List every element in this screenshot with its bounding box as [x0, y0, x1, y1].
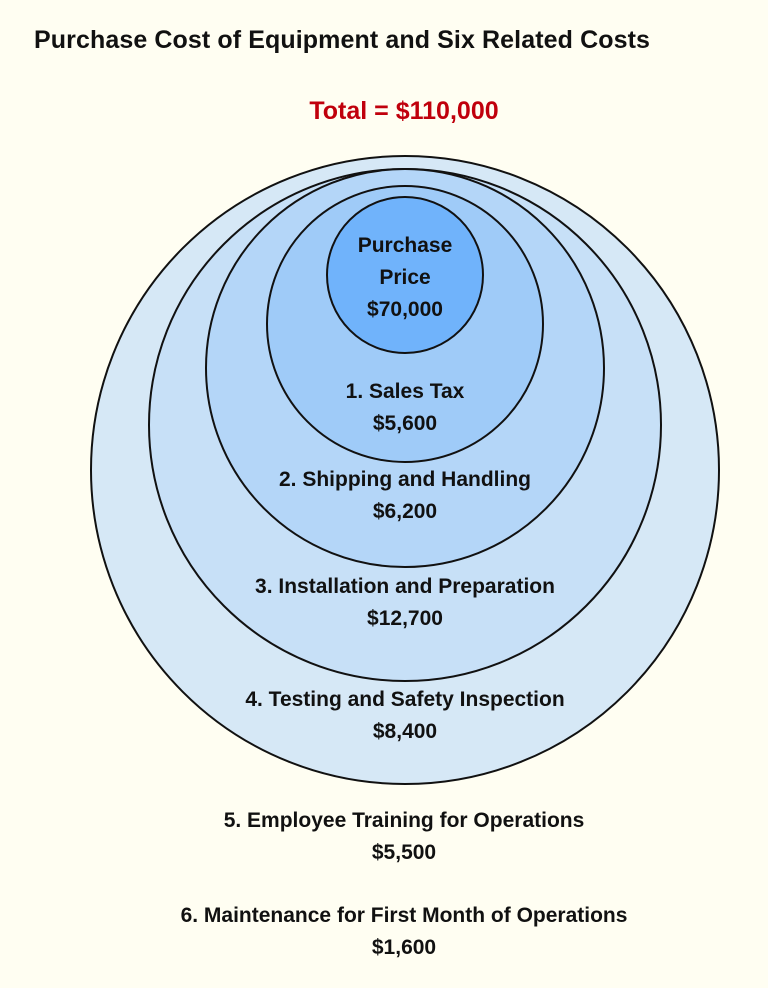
shipping-label: 2. Shipping and Handling $6,200 — [279, 468, 531, 523]
total-cost: Total = $110,000 — [309, 97, 499, 125]
shipping-amount: $6,200 — [373, 500, 437, 523]
testing-label: 4. Testing and Safety Inspection $8,400 — [245, 688, 564, 743]
diagram-title: Purchase Cost of Equipment and Six Relat… — [34, 26, 651, 54]
employee-training-name: 5. Employee Training for Operations — [223, 809, 585, 832]
maintenance-name: 6. Maintenance for First Month of Operat… — [180, 904, 628, 927]
circle-group — [90, 155, 720, 785]
testing-amount: $8,400 — [373, 720, 437, 743]
purchase-price-line-1: Purchase — [358, 234, 453, 257]
maintenance-amount: $1,600 — [371, 936, 437, 959]
installation-amount: $12,700 — [367, 607, 443, 630]
installation-label: 3. Installation and Preparation $12,700 — [255, 575, 555, 630]
sales-tax-amount: $5,600 — [373, 412, 437, 435]
maintenance-cost: 6. Maintenance for First Month of Operat… — [0, 900, 768, 964]
employee-training-cost: 5. Employee Training for Operations $5,5… — [0, 805, 768, 869]
circle-purchase-price — [326, 196, 484, 354]
purchase-price-line-2: Price — [379, 266, 430, 289]
employee-training-amount: $5,500 — [371, 841, 437, 864]
installation-name: 3. Installation and Preparation — [255, 575, 555, 598]
sales-tax-name: 1. Sales Tax — [346, 380, 465, 403]
testing-name: 4. Testing and Safety Inspection — [245, 688, 564, 711]
purchase-price-label: Purchase Price $70,000 — [358, 234, 453, 321]
purchase-price-amount: $70,000 — [367, 298, 443, 321]
shipping-name: 2. Shipping and Handling — [279, 468, 531, 491]
sales-tax-label: 1. Sales Tax $5,600 — [346, 380, 465, 435]
